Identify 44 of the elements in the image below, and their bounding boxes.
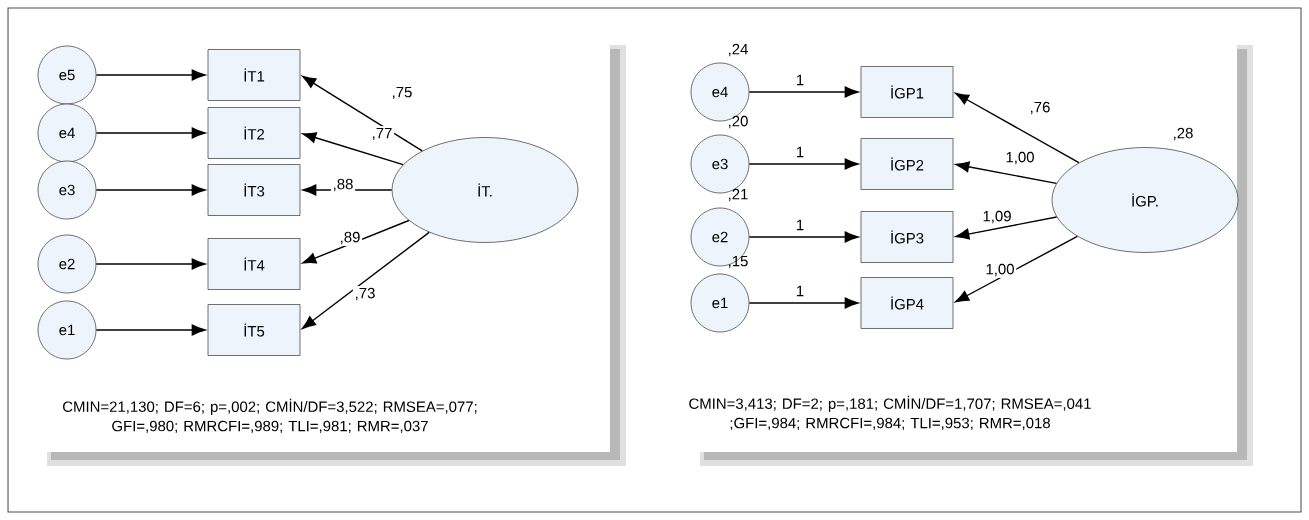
edge-label: 1	[794, 284, 806, 298]
arrow	[95, 324, 206, 336]
edge-label: ,77	[369, 126, 395, 142]
fit-statistics: CMIN=21,130; DF=6; p=,002; CMİN/DF=3,522; RMSEA=,077; GFI=,980; RMRCFI=,989; TLI=,981; RMR=,037	[63, 398, 477, 434]
observed-variable-box: İGP4	[860, 277, 954, 329]
variance-label: ,24	[729, 43, 748, 57]
arrow	[95, 127, 206, 139]
observed-variable-box: İGP2	[860, 138, 954, 190]
edge-label: ,75	[389, 85, 415, 101]
arrow	[955, 216, 1058, 240]
observed-variable-box: İT1	[207, 49, 301, 101]
observed-variable-box: İT5	[207, 304, 301, 356]
arrow	[748, 297, 859, 309]
arrow	[302, 219, 410, 264]
observed-variable-box: İGP3	[860, 211, 954, 263]
arrow	[95, 69, 206, 81]
edge-label: ,73	[352, 286, 378, 302]
arrow	[955, 161, 1058, 185]
arrow	[95, 258, 206, 270]
arrow	[748, 158, 859, 170]
arrow	[955, 92, 1080, 164]
arrow	[302, 132, 404, 166]
edge-label: 1	[794, 145, 806, 159]
observed-variable-box: İT4	[207, 238, 301, 290]
edge-label: ,88	[330, 177, 356, 193]
edge-label: 1	[794, 73, 806, 87]
arrow	[302, 75, 423, 152]
arrow	[748, 86, 859, 98]
observed-variable-box: İGP1	[860, 66, 954, 118]
arrow	[95, 184, 206, 196]
observed-variable-box: İT3	[207, 164, 301, 216]
fit-statistics: CMIN=3,413; DF=2; p=,181; CMİN/DF=1,707; RMSEA=,041 ;GFI=,984; RMRCFI=,984; TLI=,953; RMR=,018	[689, 395, 1091, 431]
edge-label: 1,00	[983, 262, 1017, 278]
edge-label: 1,00	[1003, 150, 1037, 166]
arrow	[301, 231, 430, 329]
observed-variable-box: İT2	[207, 107, 301, 159]
arrow	[955, 235, 1078, 303]
variance-label: ,28	[1173, 127, 1193, 141]
edge-label: ,89	[337, 230, 363, 246]
arrow	[748, 231, 859, 243]
edge-label: 1,09	[980, 209, 1014, 225]
edge-label: ,76	[1027, 100, 1053, 116]
variance-label: ,15	[729, 255, 748, 269]
edge-label: 1	[794, 218, 806, 232]
